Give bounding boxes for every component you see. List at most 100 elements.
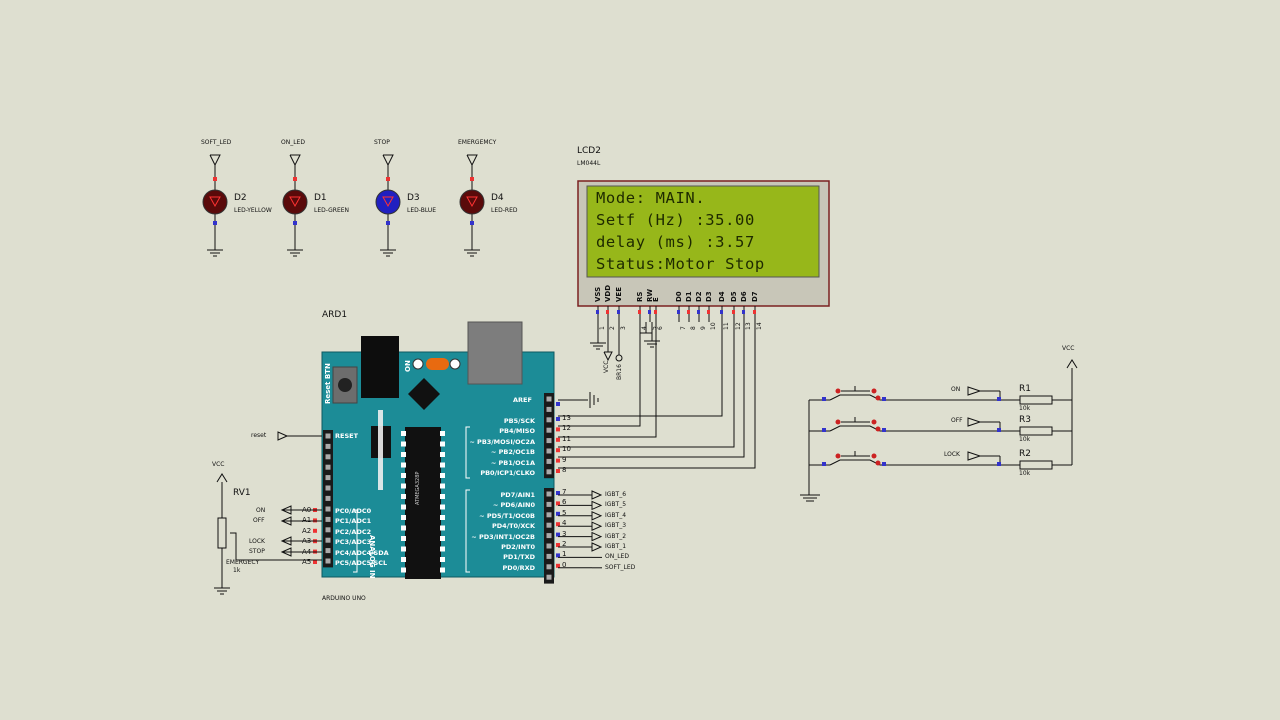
pin-pc5: PC5/ADC5/SCL (335, 559, 388, 567)
on-indicator (426, 358, 449, 370)
net-lock: LOCK (249, 538, 265, 545)
analog-num-2: A2 (302, 526, 312, 535)
crystal-chip (408, 378, 440, 410)
lcd-pin-num-3: 4 (641, 326, 648, 330)
chip-label: ATMEGA328P (415, 471, 421, 505)
lcd-vcc-label: VCC (603, 360, 610, 373)
pin-num-d2: 2 (562, 540, 567, 548)
led-indicator-left (412, 358, 424, 370)
analog-num-3: A3 (302, 537, 312, 546)
led-2-net: STOP (374, 139, 390, 146)
pin-d8: PB0/ICP1/CLKO (480, 469, 535, 477)
switch-vcc: VCC (1062, 345, 1075, 352)
led-2-part: LED-BLUE (407, 207, 437, 214)
analog-num-4: A4 (302, 547, 312, 556)
led-1-net: ON_LED (281, 139, 305, 146)
analog-num-5: A5 (302, 558, 312, 566)
power-jack (361, 336, 399, 398)
lcd-pin-num-12: 13 (745, 322, 752, 330)
net-soft_led: SOFT_LED (605, 563, 636, 571)
pin-num-d11: 11 (562, 434, 571, 443)
chip-pins (401, 431, 445, 573)
lcd-pin-num-10: 11 (723, 322, 730, 330)
lcd-pin-d5: D5 (730, 291, 738, 302)
lcd-pin-e: E (652, 297, 660, 302)
switch-net-off: OFF (951, 417, 963, 424)
led-0-body (202, 189, 228, 215)
pin-num-d6: 6 (562, 498, 567, 507)
led-indicator-right (449, 358, 461, 370)
lcd-ref: LCD2 (577, 146, 601, 156)
lcd-pin-d3: D3 (705, 291, 713, 302)
lcd-pin-vss: VSS (594, 286, 602, 302)
pin-num-d9: 9 (562, 455, 567, 464)
resistor-r3: R3 (1019, 415, 1031, 425)
pin-num-d10: 10 (562, 445, 571, 454)
analog-num-0: A0 (302, 506, 312, 514)
net-igbt_2: IGBT_2 (605, 532, 627, 540)
net-igbt_6: IGBT_6 (605, 491, 627, 498)
led-2-body (375, 189, 401, 215)
pin-d2: PD2/INT0 (501, 543, 535, 551)
lcd-pin-d6: D6 (740, 291, 748, 302)
pin-d3: ~ PD3/INT1/OC2B (471, 532, 535, 541)
pot-vcc: VCC (212, 461, 225, 468)
pin-d7: PD7/AIN1 (500, 491, 535, 499)
net-reset: reset (251, 432, 267, 439)
led-0-ref: D2 (234, 193, 247, 203)
on-label: ON (404, 360, 412, 372)
lcd-part: LM044L (577, 160, 601, 167)
lcd-pin-vee: VEE (615, 287, 623, 302)
atmega-chip (405, 427, 441, 579)
aref-label: AREF (513, 396, 532, 404)
lcd-pin-num-6: 7 (680, 326, 687, 330)
lcd-pin-d7: D7 (751, 291, 759, 302)
lcd-line-4: Status:Motor Stop (596, 255, 765, 273)
lcd-pin-d4: D4 (718, 291, 726, 302)
lcd-pin-rs: RS (636, 291, 644, 302)
pin-pc0: PC0/ADC0 (335, 507, 372, 515)
led-2-ref: D3 (407, 193, 420, 203)
net-igbt_1: IGBT_1 (605, 543, 627, 550)
lcd-pin-num-5: 6 (657, 326, 664, 330)
reset-btn-label: Reset BTN (324, 363, 332, 404)
pin-d4: PD4/T0/XCK (492, 522, 535, 531)
lcd-pin-num-11: 12 (735, 322, 742, 330)
resistor-r1: R1 (1019, 384, 1031, 394)
lcd-pin-d2: D2 (695, 291, 703, 302)
pin-num-d5: 5 (562, 508, 567, 517)
reset-button-cap[interactable] (338, 378, 352, 392)
lcd-pin-num-13: 14 (756, 322, 763, 330)
lcd-pin-num-2: 3 (620, 326, 627, 330)
pin-num-d8: 8 (562, 466, 567, 474)
lcd-brightness-label: BR16 (616, 364, 623, 380)
lcd-pin-num-9: 10 (710, 322, 717, 330)
net-igbt_5: IGBT_5 (605, 501, 627, 509)
pot-value: 1k (233, 567, 241, 574)
lcd-pin-vdd: VDD (604, 284, 612, 302)
pin-d0: PD0/RXD (502, 563, 535, 572)
pin-d6: ~ PD6/AIN0 (492, 501, 535, 510)
led-3-ref: D4 (491, 193, 504, 203)
pin-pc4: PC4/ADC4/SDA (335, 548, 389, 557)
led-1-part: LED-GREEN (314, 207, 350, 214)
pin-pc1: PC1/ADC1 (335, 517, 372, 526)
pin-num-d3: 3 (562, 529, 567, 538)
resistor-value-0: 10k (1019, 405, 1031, 412)
net-on: ON (256, 507, 266, 514)
led-3-part: LED-RED (491, 207, 518, 214)
pin-num-d12: 12 (562, 424, 571, 433)
net-igbt_4: IGBT_4 (605, 511, 627, 519)
pin-d13: PB5/SCK (503, 417, 535, 425)
lcd-pin-d0: D0 (675, 291, 683, 302)
pin-num-d7: 7 (562, 488, 567, 496)
pin-d9: ~ PB1/OC1A (490, 458, 535, 467)
resistor-value-1: 10k (1019, 436, 1031, 443)
lcd-line-2: Setf (Hz) :35.00 (596, 211, 755, 229)
pot-ref: RV1 (233, 488, 251, 498)
usb-connector (467, 321, 523, 385)
arduino-part: ARDUINO UNO (322, 595, 366, 602)
board-trace (378, 410, 383, 490)
pin-d5: ~ PD5/T1/OC0B (479, 511, 535, 520)
